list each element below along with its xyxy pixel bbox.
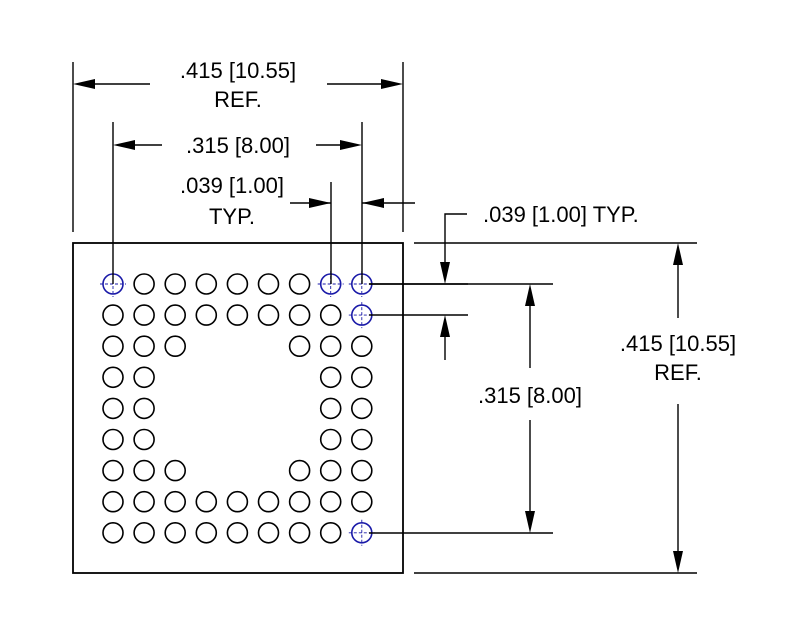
arrowhead <box>525 284 535 306</box>
pad <box>350 397 373 420</box>
pitch-x-value: .039 [1.00] <box>180 173 284 198</box>
pad <box>350 366 373 389</box>
pad <box>319 366 342 389</box>
pad <box>226 304 249 326</box>
pad <box>350 335 373 358</box>
pad <box>350 490 373 513</box>
pad <box>226 273 249 295</box>
pad <box>164 459 186 482</box>
pad <box>102 397 124 420</box>
pad <box>319 397 342 420</box>
pad <box>133 521 155 544</box>
overall-height-note: REF. <box>654 360 702 385</box>
pad <box>319 304 342 326</box>
pitch-y-dimension: .039 [1.00] TYP. <box>369 202 639 360</box>
pad <box>102 335 124 358</box>
pad <box>164 273 186 295</box>
pad <box>164 490 186 513</box>
pad <box>133 304 155 326</box>
pad-span-height-value: .315 [8.00] <box>478 383 582 408</box>
overall-width-value: .415 [10.55] <box>180 58 296 83</box>
pad <box>164 521 186 544</box>
pad <box>195 521 218 544</box>
pad <box>319 521 342 544</box>
pad <box>288 490 311 513</box>
pad-span-width-dimension: .315 [8.00] <box>112 122 363 284</box>
pad <box>133 335 155 358</box>
pad <box>350 428 373 451</box>
pitch-x-note: TYP. <box>209 204 255 229</box>
arrowhead <box>113 140 135 150</box>
pad <box>319 428 342 451</box>
pad <box>288 273 311 295</box>
pad <box>288 521 311 544</box>
pad <box>257 521 280 544</box>
pad <box>164 335 186 358</box>
package-outline <box>72 242 404 574</box>
pad <box>133 366 155 389</box>
arrowhead <box>309 198 331 208</box>
pad <box>257 490 280 513</box>
pad <box>102 366 124 389</box>
pad <box>350 459 373 482</box>
pad <box>288 335 311 358</box>
pad <box>257 304 280 326</box>
pad <box>164 304 186 326</box>
pad <box>102 459 124 482</box>
pad <box>195 304 218 326</box>
pad <box>133 273 155 295</box>
pad <box>319 335 342 358</box>
pad <box>133 459 155 482</box>
pad <box>288 304 311 326</box>
pad <box>102 490 124 513</box>
pad <box>257 273 280 295</box>
pad <box>226 490 249 513</box>
pad-grid <box>100 271 375 546</box>
arrowhead <box>440 262 450 284</box>
arrowhead <box>673 551 683 573</box>
arrowhead <box>381 79 403 89</box>
arrowhead <box>525 511 535 533</box>
pad-span-height-dimension: .315 [8.00] <box>369 283 582 534</box>
pad <box>133 428 155 451</box>
arrowhead <box>362 198 384 208</box>
pad <box>288 459 311 482</box>
pad <box>133 490 155 513</box>
arrowhead <box>440 315 450 337</box>
pad <box>195 490 218 513</box>
arrowhead <box>673 243 683 265</box>
overall-width-note: REF. <box>214 87 262 112</box>
pad <box>102 304 124 326</box>
pad <box>319 490 342 513</box>
pad <box>319 459 342 482</box>
pad <box>133 397 155 420</box>
pitch-y-value: .039 [1.00] TYP. <box>483 202 639 227</box>
arrowhead <box>73 79 95 89</box>
pad <box>226 521 249 544</box>
pad <box>102 428 124 451</box>
overall-height-value: .415 [10.55] <box>620 331 736 356</box>
pad-span-width-value: .315 [8.00] <box>186 133 290 158</box>
overall-height-dimension: .415 [10.55] REF. <box>414 242 736 574</box>
pad <box>195 273 218 295</box>
pitch-x-dimension: .039 [1.00] TYP. <box>180 173 415 284</box>
pad <box>102 521 124 544</box>
arrowhead <box>340 140 362 150</box>
